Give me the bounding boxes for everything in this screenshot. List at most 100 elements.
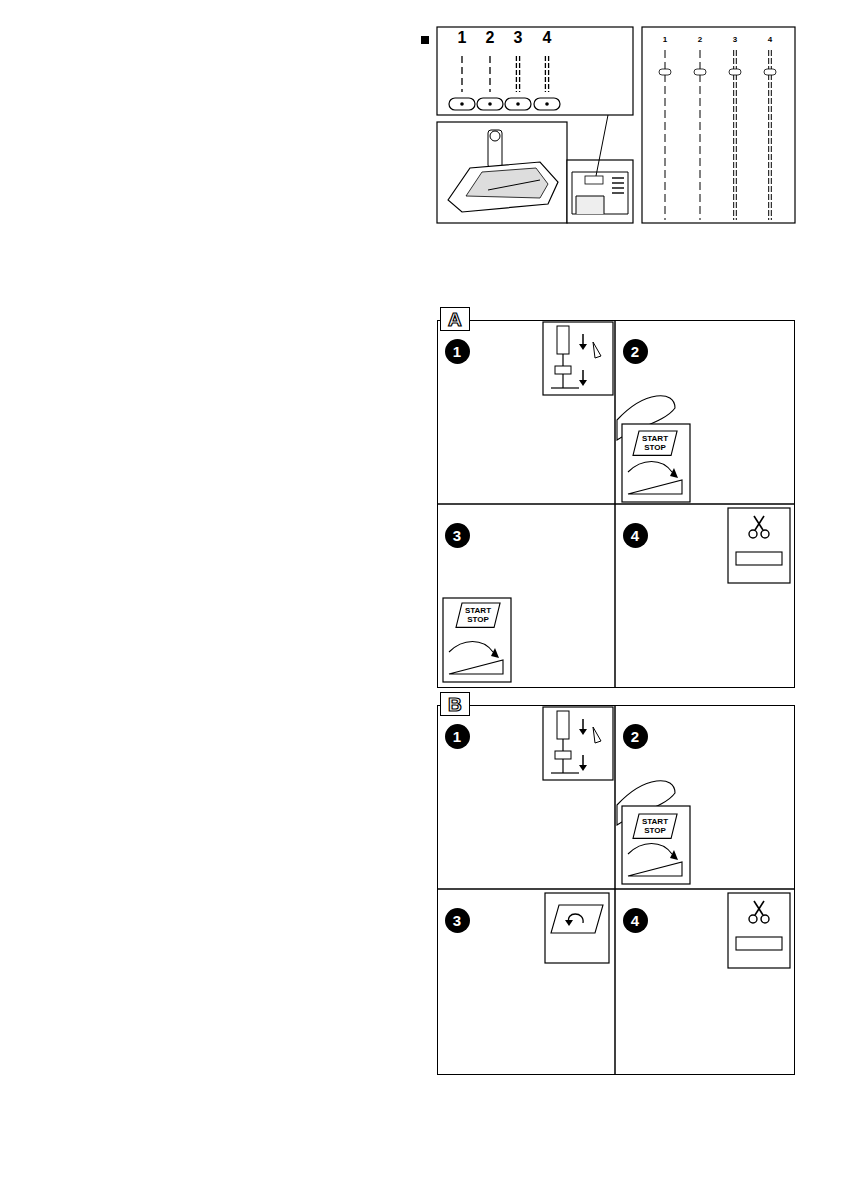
foot-panel	[437, 122, 567, 223]
foot-sole	[466, 168, 548, 198]
machine-display	[585, 176, 603, 184]
inset-frame	[443, 598, 511, 682]
chart-button	[694, 69, 706, 75]
machine-keys	[612, 182, 624, 183]
machine-keys	[612, 192, 624, 193]
chart-number: 1	[662, 36, 668, 44]
stitch-line	[665, 50, 666, 220]
scissors-blade	[755, 901, 764, 915]
chart-button	[764, 69, 776, 75]
stitch-line	[768, 50, 769, 220]
button-text: START STOP	[642, 434, 668, 452]
chart-number: 4	[767, 36, 773, 44]
scissors-blade	[755, 516, 764, 530]
reverse-arrowhead	[565, 920, 573, 926]
lever	[593, 727, 601, 743]
selector-button	[477, 98, 503, 110]
stitch-mark	[516, 56, 517, 92]
stitch-line	[733, 50, 734, 220]
stitch-mark	[545, 56, 546, 92]
button-dot	[545, 102, 549, 106]
selector-button	[505, 98, 531, 110]
inset-frame	[543, 707, 613, 780]
bullet-square	[421, 36, 429, 44]
section-letter: B	[440, 692, 470, 716]
inset-frame	[622, 806, 690, 884]
step-number: 1	[445, 724, 470, 749]
needle-clamp	[555, 751, 571, 759]
inset-frame	[543, 322, 613, 395]
panel-divider	[437, 888, 795, 890]
panel-divider	[437, 503, 795, 505]
start-stop-button: START STOP	[632, 813, 678, 839]
step-number-text: 2	[631, 729, 639, 744]
section-letter: A	[440, 307, 470, 331]
stitch-line	[736, 50, 737, 220]
scissors-blade	[754, 901, 763, 915]
inset-frame	[545, 893, 609, 963]
step-number: 2	[623, 724, 648, 749]
machine-keys	[612, 177, 624, 178]
button-shape	[633, 814, 677, 838]
foot-line	[551, 387, 579, 388]
inset-frame	[728, 893, 790, 968]
step-number: 4	[623, 908, 648, 933]
stitch-mark	[461, 56, 462, 92]
needle-bar	[557, 326, 569, 354]
chart-number: 3	[732, 36, 738, 44]
step-number-text: 3	[453, 528, 461, 543]
foot-shank	[488, 130, 502, 168]
press-arrow	[491, 648, 499, 658]
finger	[449, 642, 493, 653]
step-number-text: 4	[631, 528, 639, 543]
scissors-icon	[761, 915, 769, 923]
step-section: B12START STOP34	[437, 705, 795, 1075]
machine-thumb-frame	[567, 160, 633, 223]
chart-button	[729, 69, 741, 75]
selector-number: 3	[513, 30, 524, 46]
selector-panel	[437, 27, 633, 115]
foot-screw	[490, 131, 500, 141]
button-dot	[516, 102, 520, 106]
step-number-text: 1	[453, 729, 461, 744]
selector-number: 4	[542, 30, 553, 46]
lever	[593, 342, 601, 358]
inset-frame	[622, 424, 690, 502]
chart-number: 2	[697, 36, 703, 44]
machine-body	[572, 172, 628, 214]
foot-slot	[488, 180, 540, 190]
button-shape	[456, 603, 500, 627]
scissors-blade	[754, 516, 763, 530]
cutter-button	[736, 937, 782, 950]
stitch-mark	[519, 56, 520, 92]
machine-arm	[576, 196, 604, 214]
press-arrow	[670, 850, 678, 860]
arrow-head	[579, 729, 587, 735]
arrow-head	[579, 765, 587, 771]
start-stop-button: START STOP	[455, 602, 501, 628]
press-arrow	[670, 468, 678, 478]
step-number: 3	[445, 523, 470, 548]
button-shape	[633, 431, 677, 455]
step-number-text: 4	[631, 913, 639, 928]
arrow-head	[579, 344, 587, 350]
start-stop-button: START STOP	[632, 430, 678, 456]
reverse-button	[551, 905, 603, 933]
pedal	[449, 660, 503, 674]
finger	[628, 844, 672, 855]
presser-foot	[448, 162, 558, 212]
needle-bar	[557, 711, 569, 739]
machine-keys	[612, 187, 624, 188]
stitch-mark	[548, 56, 549, 92]
scissors-icon	[749, 530, 757, 538]
button-dot	[460, 102, 464, 106]
scissors-icon	[761, 530, 769, 538]
selector-number: 1	[457, 30, 468, 46]
stitch-chart	[642, 27, 795, 223]
step-number-text: 1	[453, 344, 461, 359]
step-number-text: 2	[631, 344, 639, 359]
selector-number: 2	[485, 30, 496, 46]
